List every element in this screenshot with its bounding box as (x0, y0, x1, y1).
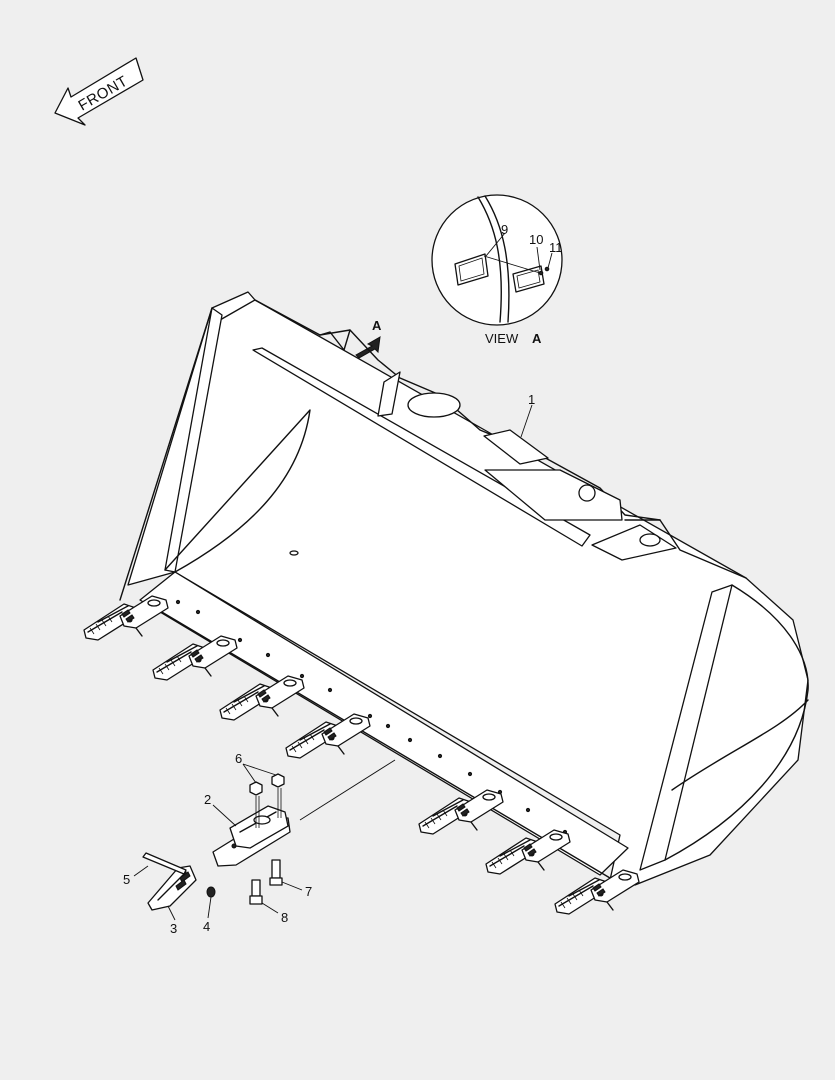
bolts (249, 859, 283, 905)
callout-10: 10 (529, 232, 543, 247)
callout-6: 6 (235, 751, 242, 766)
callout-5: 5 (123, 872, 130, 887)
callout-7: 7 (305, 884, 312, 899)
nuts (249, 773, 285, 828)
view-label: VIEW (485, 331, 519, 346)
view-a-detail (431, 194, 563, 326)
tooth-exploded (147, 865, 197, 911)
callout-9: 9 (501, 222, 508, 237)
edge-bolt-holes (175, 599, 568, 835)
front-arrow: FRONT (54, 57, 144, 126)
pin-and-retainer (142, 852, 216, 898)
callout-3: 3 (170, 921, 177, 936)
view-letter: A (532, 331, 542, 346)
callout-8: 8 (281, 910, 288, 925)
view-pointer-arrow (355, 336, 381, 359)
leader-lines (133, 232, 553, 921)
loader-bucket (119, 291, 809, 886)
callout-2: 2 (204, 792, 211, 807)
callout-11: 11 (549, 240, 563, 255)
callout-1: 1 (528, 392, 535, 407)
callout-4: 4 (203, 919, 210, 934)
view-pointer-letter: A (372, 318, 382, 333)
